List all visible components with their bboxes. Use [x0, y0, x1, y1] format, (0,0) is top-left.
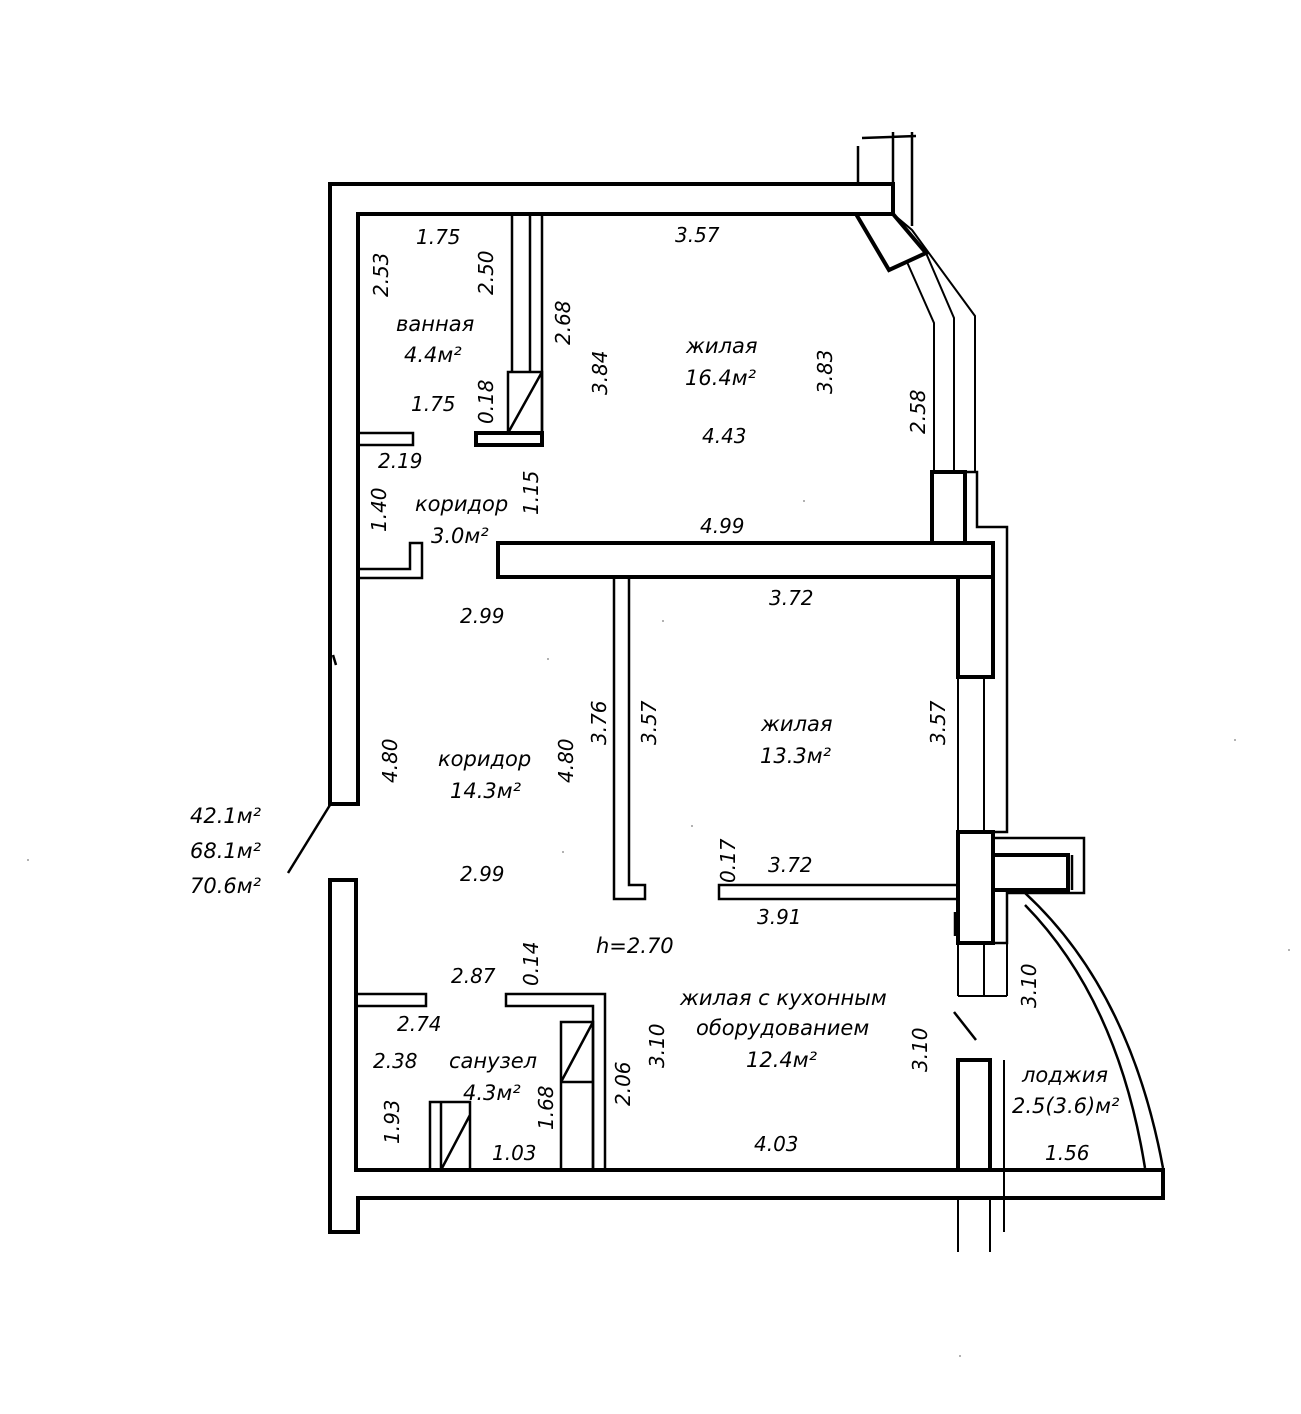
bathroom-name: ванная — [396, 312, 474, 336]
loggia-corner — [993, 836, 1086, 945]
leader-line — [286, 804, 332, 874]
loggia-area: 2.5(3.6)м² — [1012, 1094, 1120, 1118]
toilet-wall-top — [358, 992, 428, 1008]
wall-living2-kitchen — [717, 883, 960, 901]
ceiling-height: h=2.70 — [596, 934, 674, 958]
toilet-name: санузел — [449, 1049, 537, 1073]
room-labels: ванная 4.4м² жилая 16.4м² коридор 3.0м² … — [396, 312, 1120, 1118]
dim-liv2-bottom: 3.72 — [768, 853, 813, 877]
wall-living1-living2 — [496, 541, 995, 579]
area-totals: 42.1м² 68.1м² 70.6м² — [190, 804, 262, 898]
loggia-slab — [991, 853, 1070, 892]
right-pier-top — [930, 470, 967, 545]
kitchen-area: 12.4м² — [746, 1048, 818, 1072]
dim-loggia-bottom: 1.56 — [1045, 1141, 1090, 1165]
window-living2 — [957, 677, 1008, 832]
dim-cor1-top: 2.19 — [378, 449, 423, 473]
chimney — [856, 132, 917, 226]
total-overall-area: 70.6м² — [190, 874, 262, 898]
dim-cor2-left: 4.80 — [378, 738, 402, 783]
dim-kit-left2: 3.10 — [645, 1023, 669, 1068]
living-top-name: жилая — [685, 334, 758, 358]
kitchen-name-2: оборудованием — [696, 1016, 869, 1040]
corridor-large-area: 14.3м² — [450, 779, 522, 803]
dim-cor1-right: 1.15 — [519, 470, 543, 515]
right-pier-low — [956, 830, 995, 945]
loggia-rail-inner — [1024, 904, 1147, 1169]
dim-toilet-left: 2.38 — [373, 1049, 418, 1073]
dim-cor2-top: 2.99 — [460, 604, 505, 628]
shaft-box — [506, 370, 544, 435]
angled-wall — [852, 212, 930, 273]
kitchen-name-1: жилая с кухонным — [679, 986, 887, 1010]
dim-liv2-wall: 0.17 — [716, 838, 740, 883]
walls — [286, 132, 1165, 1252]
outer-wall-bottom-left — [328, 878, 1165, 1234]
dim-cor1-left: 1.40 — [367, 487, 391, 532]
dim-liv2-right: 3.57 — [926, 700, 950, 745]
living-top-area: 16.4м² — [685, 366, 757, 390]
right-pier-mid — [956, 575, 995, 679]
dim-bath-top: 1.75 — [416, 225, 461, 249]
dim-toilet-right: 1.68 — [534, 1085, 558, 1130]
toilet-fixture — [428, 1100, 472, 1172]
toilet-area: 4.3м² — [463, 1081, 521, 1105]
corridor-small-name: коридор — [415, 492, 508, 516]
scan-specks — [27, 500, 1290, 1357]
dim-liv2-left-out: 3.76 — [587, 700, 611, 745]
bath-wall-bottom — [474, 431, 544, 447]
dim-toilet-bottom: 1.03 — [492, 1141, 537, 1165]
loggia-name: лоджия — [1021, 1063, 1108, 1087]
angled-window — [892, 213, 976, 472]
dim-liv1-bottom: 4.43 — [702, 424, 747, 448]
toilet-box — [559, 1020, 595, 1172]
dim-kit-wall: 0.14 — [519, 941, 543, 986]
shaft-lines — [510, 214, 544, 445]
dim-liv1-top: 3.57 — [675, 223, 720, 247]
dim-loggia-side: 3.10 — [1017, 963, 1041, 1008]
dim-kit-corner: 2.87 — [451, 964, 496, 988]
corridor-small-stub — [358, 541, 424, 580]
loggia-door-tick — [953, 1011, 977, 1041]
dim-liv1-right: 3.83 — [813, 349, 837, 394]
right-pier-bottom — [956, 1058, 992, 1172]
dim-bath-right: 2.50 — [474, 250, 498, 295]
dim-cor2-right: 4.80 — [554, 738, 578, 783]
dim-duct: 0.18 — [474, 379, 498, 424]
dim-kit-top: 3.91 — [757, 905, 802, 929]
wall-corridor-living2 — [612, 575, 647, 901]
dim-toilet-top: 2.74 — [397, 1012, 442, 1036]
dim-kit-right: 3.10 — [908, 1027, 932, 1072]
dim-bath-left: 2.53 — [369, 252, 393, 297]
dim-toilet-left2: 1.93 — [380, 1099, 404, 1144]
bath-wall-stub — [358, 431, 415, 447]
living-mid-name: жилая — [760, 712, 833, 736]
dim-liv1-window: 2.58 — [906, 389, 930, 434]
dim-liv1-left: 3.84 — [588, 350, 612, 395]
dim-kit-bottom: 4.03 — [754, 1132, 799, 1156]
dimensions-horizontal: 1.75 1.75 3.57 4.43 2.19 4.99 3.72 2.99 … — [373, 223, 1090, 1165]
dim-shaft: 2.68 — [551, 300, 575, 345]
bathroom-area: 4.4м² — [404, 343, 462, 367]
dim-kit-left: 2.06 — [611, 1061, 635, 1106]
dim-bath-bottom: 1.75 — [411, 392, 456, 416]
corridor-large-name: коридор — [438, 747, 531, 771]
loggia-rail-outer — [1024, 892, 1165, 1169]
dim-wall-top: 4.99 — [700, 514, 745, 538]
window-kitchen — [957, 943, 1008, 997]
window-bottom — [957, 1060, 1005, 1252]
living-mid-area: 13.3м² — [760, 744, 832, 768]
total-usable-area: 68.1м² — [190, 839, 262, 863]
right-outer-step — [965, 470, 1009, 834]
dimensions-vertical: 2.53 2.50 2.68 0.18 3.84 3.83 2.58 1.40 … — [367, 250, 1041, 1144]
dim-cor2-bottom: 2.99 — [460, 862, 505, 886]
corridor-small-area: 3.0м² — [431, 524, 489, 548]
dim-liv2-left: 3.57 — [637, 700, 661, 745]
door-tick-left — [331, 654, 338, 666]
total-living-area: 42.1м² — [190, 804, 262, 828]
dim-liv2-top: 3.72 — [769, 586, 814, 610]
